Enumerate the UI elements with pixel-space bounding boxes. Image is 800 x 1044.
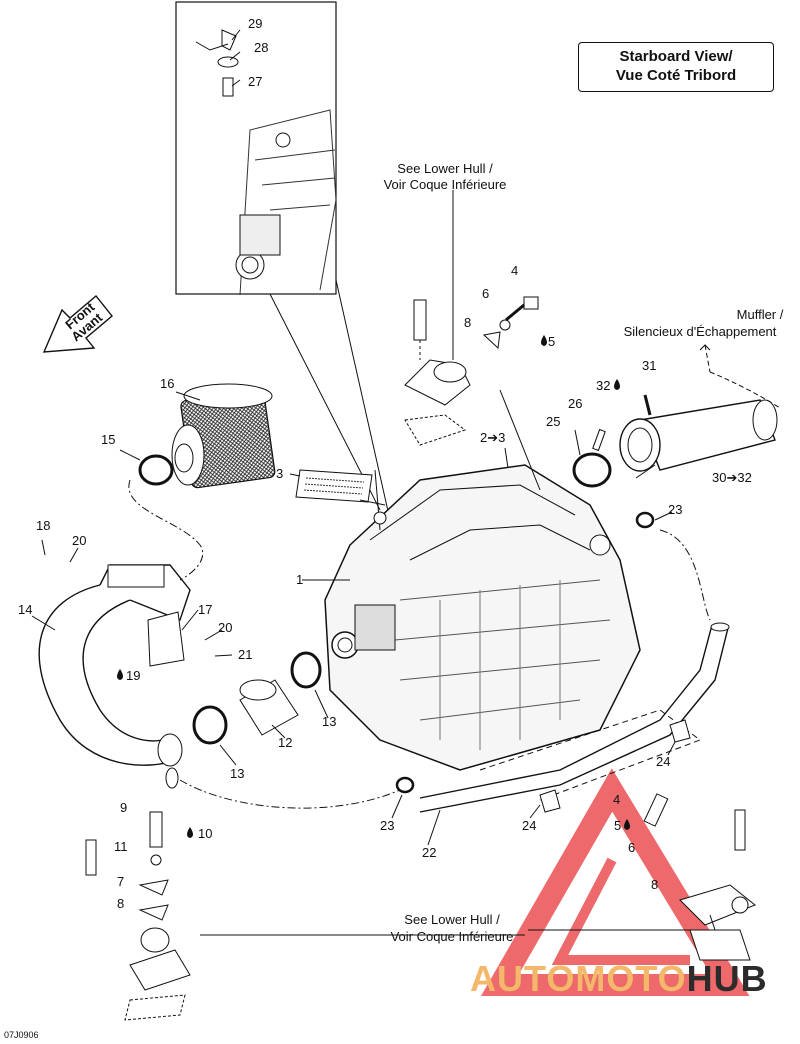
label-22: 22 — [422, 845, 436, 860]
label-13a: 13 — [230, 766, 244, 781]
watermark-part1: AUTOMOTO — [470, 958, 687, 999]
muffler — [619, 394, 778, 472]
decal-3 — [295, 469, 373, 503]
label-21: 21 — [238, 647, 252, 662]
label-11: 11 — [114, 839, 128, 854]
label-15: 15 — [101, 432, 115, 447]
watermark-part2: HUB — [686, 958, 768, 999]
front-arrow-icon — [42, 295, 113, 353]
label-25: 25 — [546, 414, 560, 429]
drop-icon — [117, 669, 123, 680]
inlet-hose — [38, 564, 191, 789]
label-32: 32 — [596, 378, 610, 393]
label-6a: 6 — [482, 286, 489, 301]
right-mount — [643, 793, 756, 961]
label-13b: 13 — [322, 714, 336, 729]
drop-icon — [614, 379, 620, 390]
label-5a: 5 — [548, 334, 555, 349]
label-12: 12 — [278, 735, 292, 750]
hose-22 — [419, 624, 713, 799]
label-8b: 8 — [117, 896, 124, 911]
label-14: 14 — [18, 602, 32, 617]
watermark-triangle — [480, 768, 750, 996]
engine-block — [324, 464, 641, 771]
drop-icon — [187, 827, 193, 838]
label-8a: 8 — [464, 315, 471, 330]
label-24b: 24 — [656, 754, 670, 769]
label-20a: 20 — [72, 533, 86, 548]
bracket-17 — [147, 611, 185, 667]
label-23b: 23 — [668, 502, 682, 517]
see-lower-hull-bottom-line2: Voir Coque Inférieure — [391, 929, 514, 944]
label-28: 28 — [254, 40, 268, 55]
label-20b: 20 — [218, 620, 232, 635]
label-1: 1 — [296, 572, 303, 587]
label-8c: 8 — [651, 877, 658, 892]
drop-icons — [117, 335, 630, 838]
view-title-line2: Vue Coté Tribord — [615, 67, 737, 84]
inset-detail — [175, 1, 337, 296]
muffler-label-line1: Muffler / — [737, 307, 784, 322]
drop-icon — [541, 335, 547, 346]
label-24a: 24 — [522, 818, 536, 833]
bottom-mount — [85, 811, 191, 1021]
label-6b: 6 — [628, 840, 635, 855]
muffler-label-line2: Silencieux d'Échappement — [624, 324, 777, 339]
clamp-13b — [290, 651, 322, 689]
view-title-line1: Starboard View/ — [619, 48, 733, 65]
label-23a: 23 — [380, 818, 394, 833]
drawing-code: 07J0906 — [4, 1030, 39, 1040]
label-17: 17 — [198, 602, 212, 617]
view-title-box: Starboard View/ Vue Coté Tribord — [578, 42, 774, 92]
label-4a: 4 — [511, 263, 518, 278]
label-19: 19 — [126, 668, 140, 683]
see-lower-hull-top-line2: Voir Coque Inférieure — [384, 177, 507, 192]
top-mount — [404, 296, 539, 446]
drop-icon — [624, 819, 630, 830]
label-3: 3 — [276, 466, 283, 481]
clamp-25 — [572, 452, 612, 488]
see-lower-hull-top-line1: See Lower Hull / — [397, 161, 493, 176]
label-16: 16 — [160, 376, 174, 391]
air-filter — [171, 383, 276, 489]
sleeve-12 — [239, 679, 299, 736]
label-2-3: 2➔3 — [480, 430, 505, 445]
label-31: 31 — [642, 358, 656, 373]
label-10: 10 — [198, 826, 212, 841]
see-lower-hull-bottom-line1: See Lower Hull / — [404, 912, 500, 927]
label-26: 26 — [568, 396, 582, 411]
watermark-logo: AUTOMOTOHUB — [470, 958, 768, 1000]
label-5b: 5 — [614, 818, 621, 833]
label-4b: 4 — [613, 792, 620, 807]
clamp-13a — [192, 705, 228, 745]
clamp-15 — [138, 454, 174, 486]
label-18: 18 — [36, 518, 50, 533]
label-9: 9 — [120, 800, 127, 815]
label-29: 29 — [248, 16, 262, 31]
bolt-26 — [592, 428, 606, 452]
label-7: 7 — [117, 874, 124, 889]
label-30-32: 30➔32 — [712, 470, 752, 485]
label-27: 27 — [248, 74, 262, 89]
